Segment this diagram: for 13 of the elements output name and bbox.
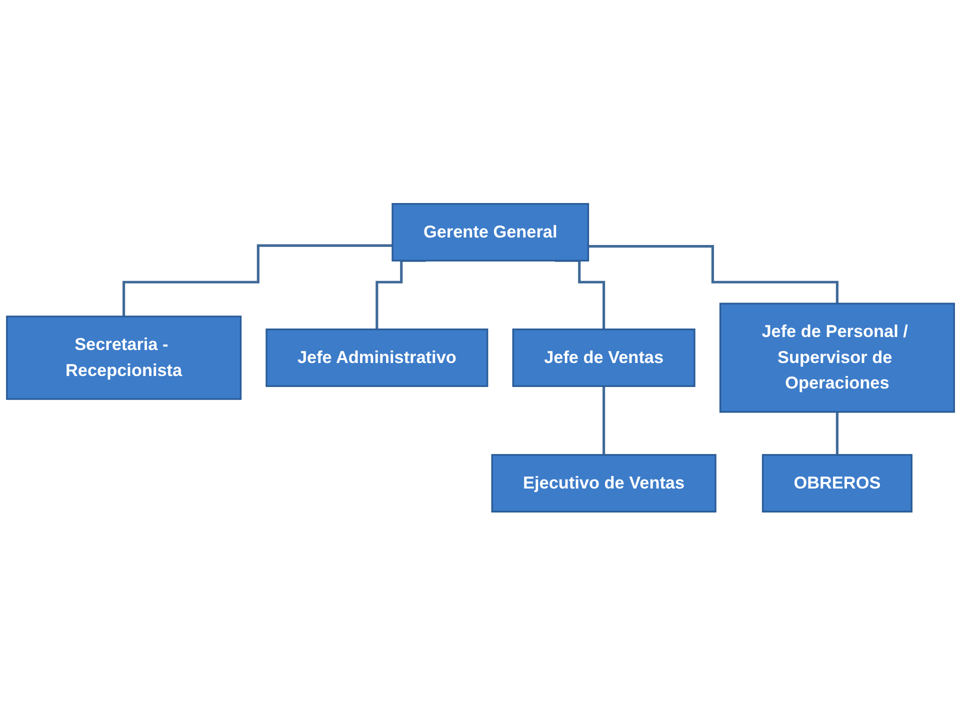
connector: [122, 244, 393, 318]
connector: [588, 244, 838, 305]
node-box: Gerente General: [392, 202, 590, 262]
node-box: Ejecutivo de Ventas: [491, 454, 716, 512]
connector: [602, 384, 606, 456]
node-box: Jefe Administrativo: [266, 328, 488, 387]
node-box: Jefe de Ventas: [512, 328, 696, 387]
node-box: OBREROS: [762, 454, 912, 512]
connector: [836, 410, 838, 456]
node-box: Secretaria - Recepcionista: [6, 315, 242, 400]
node-box: Jefe de Personal / Supervisor de Operaciones: [719, 302, 955, 412]
connector: [554, 259, 606, 330]
connector: [376, 259, 426, 330]
